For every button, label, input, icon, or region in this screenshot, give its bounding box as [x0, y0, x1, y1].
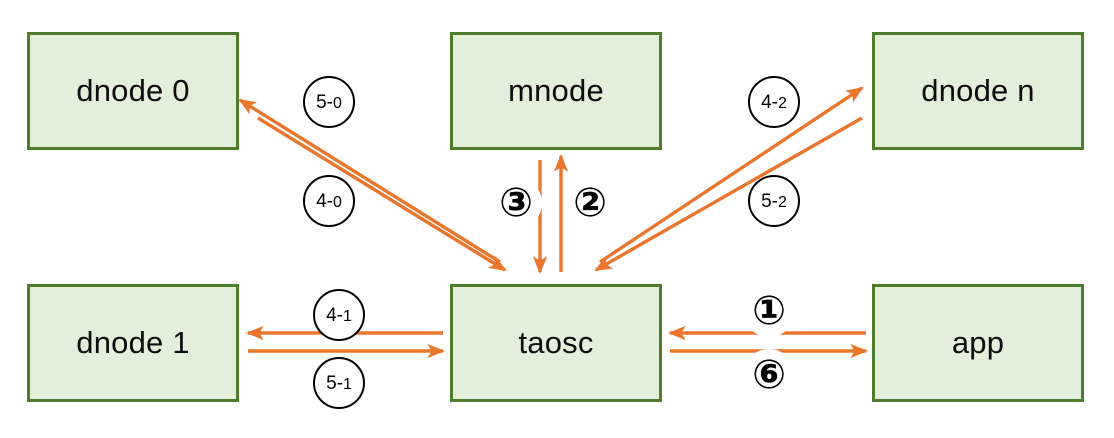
edge-label-4-0: 4-0 [303, 175, 355, 227]
node-label: dnode 0 [76, 73, 190, 108]
edge-label-4-2: 4-2 [748, 76, 800, 128]
edge-label-5-0: 5-0 [303, 76, 355, 128]
edge-label-text: ① [752, 288, 786, 334]
edge-label-text: ③ [499, 180, 533, 226]
edge-label-3: ③ [490, 177, 542, 229]
node-mnode[interactable]: mnode [450, 32, 662, 150]
edge-e4-2 [599, 86, 864, 264]
edge-label-text: ⑥ [752, 352, 786, 398]
edge-label-5-1: 5-1 [313, 357, 365, 409]
edge-label-text: ② [573, 180, 607, 226]
node-label: app [951, 325, 1005, 360]
edge-label-4-1: 4-1 [313, 289, 365, 341]
node-dnoden[interactable]: dnode n [872, 32, 1084, 150]
edge-label-text: 4-0 [316, 190, 342, 212]
edge-label-5-2: 5-2 [748, 175, 800, 227]
node-label: dnode n [921, 73, 1035, 108]
edge-label-1: ① [743, 285, 795, 337]
node-dnode0[interactable]: dnode 0 [27, 32, 239, 150]
node-taosc[interactable]: taosc [450, 284, 662, 402]
edge-label-text: 4-1 [326, 304, 352, 326]
edge-label-text: 5-1 [326, 372, 352, 394]
node-label: mnode [508, 73, 604, 108]
edge-label-text: 5-2 [761, 190, 787, 212]
edge-label-2: ② [564, 177, 616, 229]
edge-label-text: 5-0 [316, 91, 342, 113]
edge-e5-2 [594, 116, 863, 272]
node-dnode1[interactable]: dnode 1 [27, 284, 239, 402]
node-label: dnode 1 [76, 325, 190, 360]
edge-e4-0 [257, 116, 507, 272]
edge-e5-0 [238, 98, 501, 264]
edge-label-text: 4-2 [761, 91, 787, 113]
node-label: taosc [518, 325, 594, 360]
node-app[interactable]: app [872, 284, 1084, 402]
edge-label-6: ⑥ [743, 349, 795, 401]
